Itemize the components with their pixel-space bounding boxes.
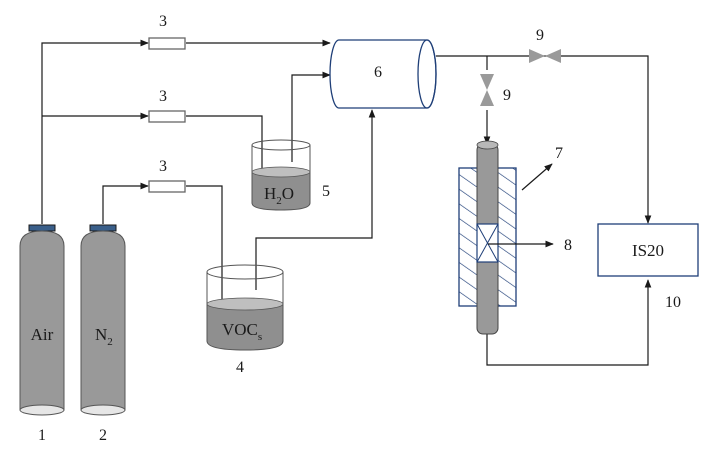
pipe-to-water-vessel (186, 115, 266, 191)
n2-cylinder-cap (89, 224, 117, 232)
reactor-tube-top (476, 140, 499, 150)
reactor-number: 7 (555, 145, 563, 162)
air-cylinder-body (19, 230, 65, 411)
water-vessel-wall (251, 145, 311, 211)
pipe-reactor-to-analyzer (486, 279, 652, 366)
pipe-to-vocs-vessel (186, 185, 226, 314)
analyzer: IS20 10 (597, 223, 699, 311)
flowmeter-top: 3 (148, 13, 186, 50)
water-liquid (252, 172, 310, 210)
reactor-pointer (521, 163, 553, 191)
pipe-network (41, 39, 652, 366)
n2-cylinder-body (80, 230, 126, 411)
analyzer-box (597, 223, 699, 277)
analyzer-label: IS20 (632, 241, 664, 260)
valve-vertical-top (480, 74, 494, 90)
flowmeter-bottom-number: 3 (159, 158, 167, 175)
pipe-vocs-outlet (255, 109, 376, 290)
water-vessel-label: H2O (264, 184, 294, 207)
flowmeter-middle-body (148, 110, 186, 123)
flowmeter-middle-number: 3 (159, 88, 167, 105)
vocs-vessel-rim (206, 264, 284, 280)
air-cylinder-label: Air (31, 325, 54, 344)
n2-cylinder: N2 2 (80, 224, 126, 444)
mixing-chamber-number: 6 (374, 64, 382, 81)
analyzer-number: 10 (665, 294, 681, 311)
flowmeter-middle: 3 (148, 88, 186, 123)
air-cylinder-base (19, 404, 65, 416)
valve-horizontal-right (545, 49, 561, 63)
valve-vertical-number: 9 (503, 87, 511, 104)
valve-vertical-bottom (480, 90, 494, 106)
pipe-n2-riser (102, 182, 149, 224)
vocs-vessel-label: VOCs (222, 320, 262, 343)
flowmeter-bottom: 3 (148, 158, 186, 193)
pipe-water-outlet (291, 71, 331, 162)
flowmeter-bottom-body (148, 180, 186, 193)
flowmeter-top-number: 3 (159, 13, 167, 30)
n2-cylinder-base (80, 404, 126, 416)
valve-vertical: 9 (480, 74, 511, 106)
valve-horizontal-left (529, 49, 545, 63)
water-vessel: H2O 5 (251, 139, 330, 211)
flowmeter-top-body (148, 37, 186, 50)
thermocouple: 8 (488, 237, 572, 254)
vocs-surface (206, 297, 284, 311)
mixing-chamber-end (417, 39, 437, 109)
n2-cylinder-number: 2 (99, 427, 107, 444)
air-cylinder-cap (28, 224, 56, 232)
air-cylinder: Air 1 (19, 224, 65, 444)
valve-horizontal: 9 (529, 27, 561, 63)
valve-horizontal-number: 9 (536, 27, 544, 44)
vocs-liquid (207, 304, 283, 350)
reactor: 7 (458, 140, 563, 335)
pipe-air-riser (41, 39, 149, 224)
air-cylinder-number: 1 (38, 427, 46, 444)
mixing-chamber: 6 (329, 39, 437, 109)
vocs-vessel-wall (206, 272, 284, 351)
water-vessel-rim (251, 139, 311, 151)
water-vessel-number: 5 (322, 183, 330, 200)
pipe-bypass-to-analyzer (600, 55, 652, 224)
catalyst-bed-cross-2 (476, 223, 499, 263)
n2-cylinder-label: N2 (95, 325, 113, 348)
water-surface (251, 166, 311, 178)
thermocouple-number: 8 (564, 237, 572, 254)
vocs-vessel: VOCs 4 (206, 264, 284, 376)
vocs-vessel-number: 4 (236, 359, 244, 376)
